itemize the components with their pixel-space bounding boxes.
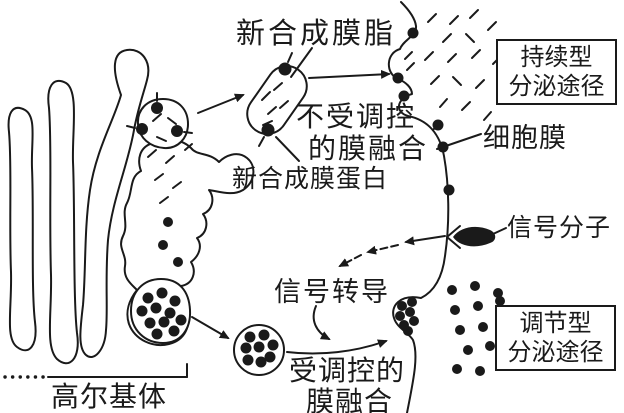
label-signal-transduction: 信号转导 bbox=[274, 277, 390, 307]
released-secretion-dots bbox=[395, 281, 510, 376]
secretory-vesicle bbox=[233, 324, 285, 376]
arrow-golgi-to-transport-vesicle bbox=[197, 93, 245, 114]
golgi-bracket bbox=[3, 363, 188, 379]
label-regulated-fusion-line2: 膜融合 bbox=[306, 386, 394, 413]
arrow-signal-transduction-to-fusion bbox=[312, 305, 331, 340]
transport-vesicle bbox=[246, 52, 308, 147]
cell-membrane-line bbox=[387, 1, 450, 413]
label-cell-membrane: 细胞膜 bbox=[483, 123, 567, 153]
budding-vesicle-proteins bbox=[126, 92, 193, 142]
transport-vesicle-lipid-dashes bbox=[261, 82, 289, 126]
label-regulated-pathway-line2: 分泌途径 bbox=[507, 339, 604, 366]
arrow-golgi-to-secretory-vesicle bbox=[191, 316, 230, 340]
receptor-icon bbox=[446, 225, 461, 249]
label-regulated-pathway-line1: 调节型 bbox=[519, 309, 592, 337]
signal-molecule-icon bbox=[446, 225, 496, 249]
arrow-vesicle-to-membrane bbox=[308, 69, 391, 79]
constitutive-pathway-box: 持续型 分泌途径 bbox=[496, 39, 617, 105]
label-constitutive-pathway-line1: 持续型 bbox=[520, 43, 593, 71]
regulated-pathway-box: 调节型 分泌途径 bbox=[495, 305, 616, 371]
pointer-new-lipid bbox=[290, 47, 313, 78]
label-golgi-body: 高尔基体 bbox=[51, 381, 168, 412]
label-unregulated-fusion-line2: 的膜融合 bbox=[308, 133, 429, 164]
label-constitutive-pathway-line2: 分泌途径 bbox=[508, 73, 605, 100]
network-cargo-dots bbox=[158, 217, 183, 267]
trans-golgi-network bbox=[120, 92, 255, 346]
transport-vesicle-proteins bbox=[261, 62, 292, 137]
label-new-membrane-protein: 新合成膜蛋白 bbox=[232, 165, 389, 193]
condensing-vacuole-granules bbox=[136, 287, 187, 340]
pointer-new-protein bbox=[275, 136, 300, 162]
signal-transduction-arrows bbox=[338, 235, 446, 267]
label-regulated-fusion-line1: 受调控的 bbox=[289, 355, 406, 386]
label-signal-molecule: 信号分子 bbox=[507, 214, 612, 242]
membrane-protein-dots bbox=[392, 27, 455, 196]
label-unregulated-fusion-line1: 不受调控 bbox=[296, 101, 417, 132]
pointer-signal-molecule bbox=[492, 227, 507, 235]
released-lipid-dashes bbox=[404, 9, 502, 131]
arrow-secretory-vesicle-to-membrane bbox=[286, 339, 388, 355]
network-lipid-dashes bbox=[147, 143, 193, 204]
label-new-membrane-lipid: 新合成膜脂 bbox=[236, 18, 397, 50]
